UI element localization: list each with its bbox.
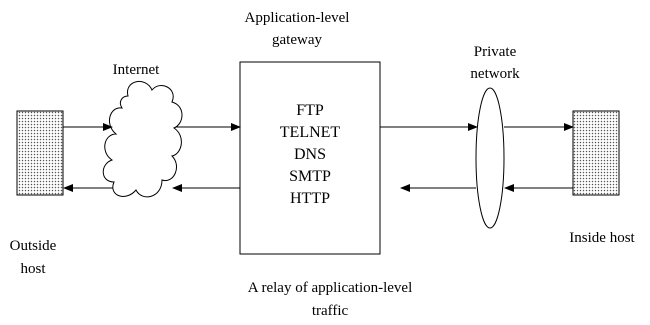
gateway-title-line1: Application-level	[245, 10, 350, 26]
private-network-label-line2: network	[470, 66, 520, 82]
protocol-dns: DNS	[294, 146, 326, 163]
gateway-title-line2: gateway	[272, 32, 322, 48]
caption-line1: A relay of application-level	[248, 280, 413, 296]
gateway-box	[239, 61, 381, 255]
caption-line2: traffic	[312, 303, 349, 319]
private-network-label-line1: Private	[474, 44, 517, 60]
internet-cloud-icon	[102, 81, 183, 198]
protocol-telnet: TELNET	[280, 124, 341, 141]
internet-label: Internet	[113, 62, 160, 78]
protocol-ftp: FTP	[296, 102, 324, 119]
private-network-ellipse	[475, 87, 505, 229]
protocol-smtp: SMTP	[289, 168, 331, 185]
inside-host-box	[572, 110, 620, 196]
outside-host-box	[16, 110, 64, 196]
outside-host-label-line2: host	[20, 261, 46, 277]
inside-host-label: Inside host	[569, 230, 635, 246]
protocol-http: HTTP	[290, 190, 330, 207]
outside-host-label-line1: Outside	[10, 238, 57, 254]
